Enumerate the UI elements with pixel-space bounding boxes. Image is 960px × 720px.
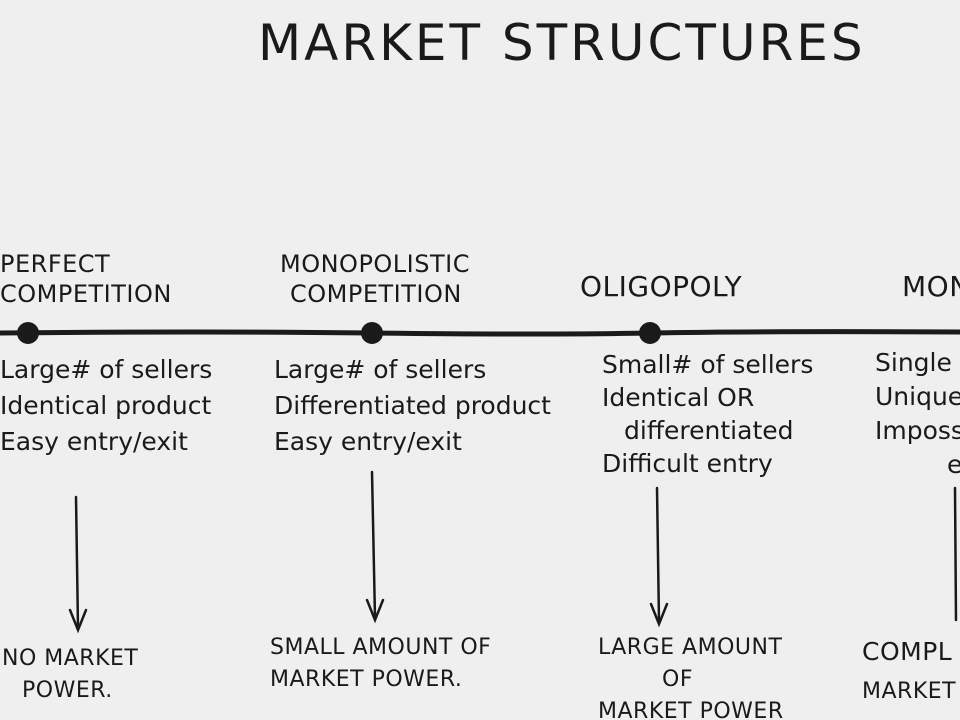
structure-traits-monopolistic-competition: Large# of sellers Differentiated product… xyxy=(274,352,551,460)
timeline-line xyxy=(0,329,960,337)
trait-item: differentiated xyxy=(624,416,794,445)
trait-item: Impossi xyxy=(875,416,960,445)
structure-traits-perfect-competition: Large# of sellers Identical product Easy… xyxy=(0,352,212,460)
market-power-monopolistic-competition: SMALL AMOUNT OF MARKET POWER. xyxy=(270,632,491,696)
structure-heading-oligopoly: OLIGOPOLY xyxy=(580,272,742,302)
structure-heading-perfect-competition: PERFECT COMPETITION xyxy=(0,249,172,309)
market-power-line: MARKET POWER xyxy=(598,699,784,720)
structure-heading-line: COMPETITION xyxy=(0,280,172,308)
market-power-line: OF xyxy=(662,667,693,692)
structure-heading-line: COMPETITION xyxy=(290,280,462,308)
trait-item: Easy entry/exit xyxy=(0,427,188,456)
trait-item: Large# of sellers xyxy=(0,355,213,384)
structure-heading-line: MON xyxy=(902,270,960,303)
structure-traits-monopoly: Single s Unique Impossi e xyxy=(875,346,960,482)
market-power-line: NO MARKET xyxy=(2,646,139,671)
arrow-oligopoly xyxy=(649,486,669,628)
market-power-monopoly: COMPL MARKET P xyxy=(862,632,960,712)
trait-item: Single s xyxy=(875,348,960,377)
arrow-perfect-competition xyxy=(68,495,88,634)
trait-item: e xyxy=(947,450,960,479)
timeline-dot-oligopoly xyxy=(639,322,661,344)
trait-item: Identical product xyxy=(0,391,212,420)
timeline-dot-perfect-competition xyxy=(17,322,39,344)
trait-item: Identical OR xyxy=(602,383,755,412)
trait-item: Easy entry/exit xyxy=(274,427,462,456)
arrow-monopolistic-competition xyxy=(365,470,385,624)
market-power-line: LARGE AMOUNT xyxy=(598,635,783,660)
structure-heading-monopoly: MON xyxy=(902,272,960,302)
trait-item: Difficult entry xyxy=(602,449,773,478)
trait-item: Large# of sellers xyxy=(274,355,487,384)
market-power-line: POWER. xyxy=(22,678,113,703)
market-power-line: MARKET POWER. xyxy=(270,667,463,692)
market-power-line: COMPL xyxy=(862,637,953,666)
structure-heading-line: MONOPOLISTIC xyxy=(280,250,470,278)
diagram-title: MARKET STRUCTURES xyxy=(258,14,866,72)
trait-item: Small# of sellers xyxy=(602,350,814,379)
market-power-perfect-competition: NO MARKET POWER. xyxy=(2,643,138,707)
market-power-oligopoly: LARGE AMOUNT OF MARKET POWER xyxy=(598,632,784,720)
structure-heading-line: OLIGOPOLY xyxy=(580,270,743,303)
trait-item: Unique xyxy=(875,382,960,411)
market-power-line: SMALL AMOUNT OF xyxy=(270,635,492,660)
structure-traits-oligopoly: Small# of sellers Identical OR different… xyxy=(602,348,813,480)
trait-item: Differentiated product xyxy=(274,391,551,420)
structure-heading-line: PERFECT xyxy=(0,250,111,278)
arrow-monopoly xyxy=(953,486,958,622)
structure-heading-monopolistic-competition: MONOPOLISTIC COMPETITION xyxy=(280,249,470,309)
market-power-line: MARKET P xyxy=(862,679,960,704)
timeline-dot-monopolistic-competition xyxy=(361,322,383,344)
